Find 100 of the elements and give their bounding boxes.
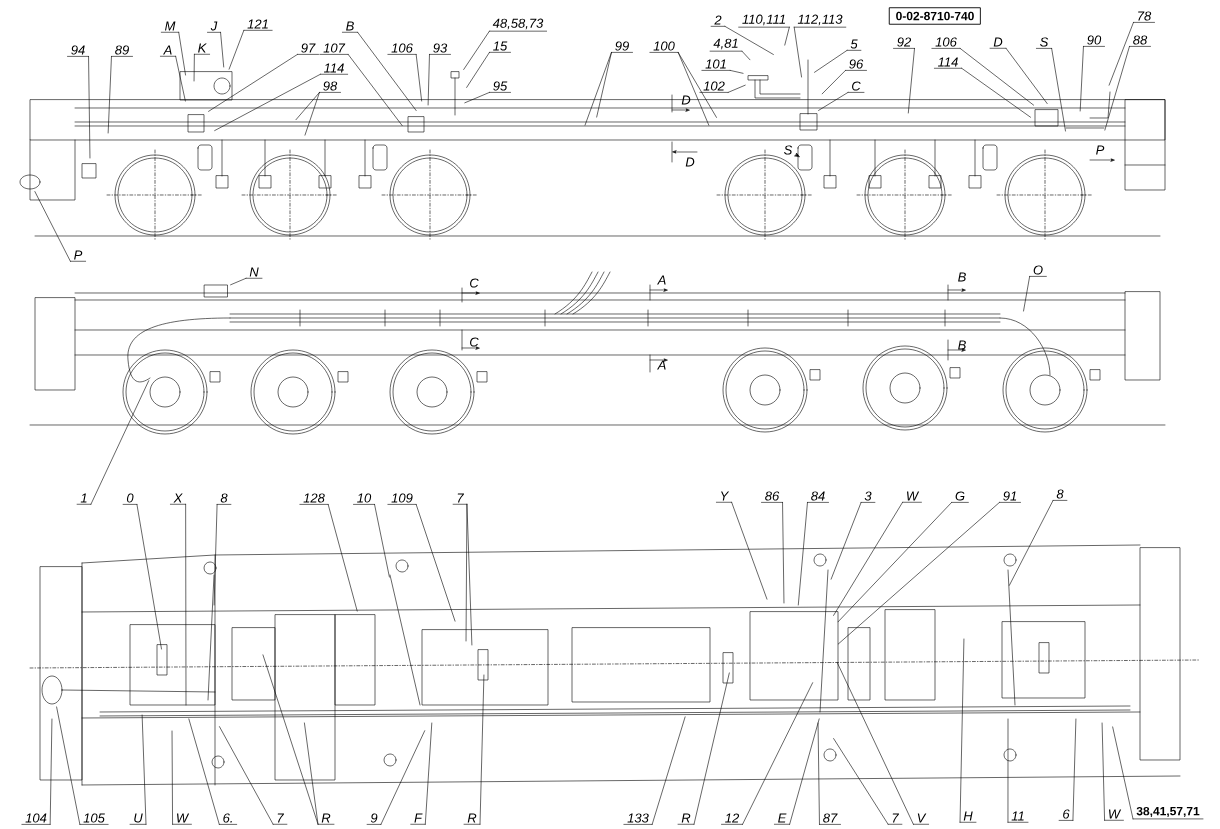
leader-line xyxy=(1007,718,1009,823)
leader-line xyxy=(1104,46,1130,131)
callout-label: X xyxy=(170,493,186,505)
callout-label: W xyxy=(902,491,922,503)
callout-label: 106 xyxy=(931,37,961,49)
callout-label: R xyxy=(463,813,481,825)
leader-line xyxy=(1009,500,1054,586)
leader-line xyxy=(193,53,195,82)
leader-line xyxy=(175,55,186,102)
callout-label: W xyxy=(1104,809,1124,821)
leader-line xyxy=(837,502,1000,645)
callout-label: 102 xyxy=(699,81,729,93)
callout-label: A xyxy=(160,45,176,57)
leader-line xyxy=(295,92,320,120)
section-label: C xyxy=(470,337,479,347)
callout-label: 109 xyxy=(387,493,417,505)
callout-label: B xyxy=(342,21,358,33)
leader-line xyxy=(178,31,186,76)
leader-line xyxy=(466,503,473,646)
section-label: A xyxy=(657,360,666,370)
callout-label: W xyxy=(172,813,192,825)
leader-line xyxy=(830,502,862,580)
leader-line xyxy=(415,504,456,622)
callout-label: 94 xyxy=(67,45,89,57)
leader-line xyxy=(466,52,490,88)
leader-line xyxy=(463,30,490,70)
callout-label: 95 xyxy=(489,81,511,93)
callout-label: 7 xyxy=(272,813,288,825)
leader-line xyxy=(784,26,790,46)
leader-line xyxy=(793,26,802,78)
leader-line xyxy=(220,32,225,68)
callout-label: 107 xyxy=(319,43,349,55)
leader-line xyxy=(357,31,417,111)
callout-label: R xyxy=(677,813,695,825)
callout-label: 100 xyxy=(649,41,679,53)
leader-line xyxy=(731,501,768,600)
callout-label: 8 xyxy=(1052,489,1068,501)
callout-label: 5 xyxy=(846,39,862,51)
leader-line xyxy=(729,70,744,74)
callout-label: 104 xyxy=(21,813,51,825)
leader-line xyxy=(961,67,1031,118)
callout-label: 12 xyxy=(721,813,743,825)
leader-line xyxy=(798,502,808,606)
leader-line xyxy=(837,662,914,825)
leader-line xyxy=(219,726,274,825)
drawing-number-box: 0-02-8710-740 xyxy=(889,7,981,25)
leader-line xyxy=(596,52,612,118)
callout-label: 101 xyxy=(701,59,731,71)
leader-line xyxy=(415,54,422,102)
section-label: C xyxy=(470,278,479,288)
callout-label: D xyxy=(989,37,1007,49)
leader-line xyxy=(171,730,173,825)
callout-label: K xyxy=(194,43,210,55)
callout-label: 87 xyxy=(819,813,841,825)
leader-line xyxy=(88,56,91,159)
callout-label: 105 xyxy=(79,813,109,825)
callout-label: 90 xyxy=(1083,35,1105,47)
junction-box xyxy=(204,284,228,298)
leader-line xyxy=(837,502,952,623)
leader-line xyxy=(833,738,889,825)
leader-arrow xyxy=(794,152,800,157)
callout-label: 99 xyxy=(611,41,633,53)
callout-label: 4,81 xyxy=(709,38,743,52)
leader-line xyxy=(693,672,730,825)
section-label: A xyxy=(657,275,666,285)
callout-label: S xyxy=(1036,37,1052,49)
callout-label: 7 xyxy=(887,813,903,825)
leader-line xyxy=(817,722,820,825)
leader-line xyxy=(214,73,321,131)
callout-label: F xyxy=(410,813,426,825)
callout-label: 2 xyxy=(710,15,726,27)
leader-line xyxy=(727,84,746,93)
section-label: P xyxy=(1096,145,1105,155)
leader-line xyxy=(1023,276,1030,312)
leader-line xyxy=(374,504,390,578)
leader-line xyxy=(833,501,903,616)
callout-label: G xyxy=(951,491,969,503)
callout-label: 86 xyxy=(761,491,783,503)
callout-label: 106 xyxy=(387,43,417,55)
callout-label: J xyxy=(207,21,221,33)
callout-label: 121 xyxy=(243,19,273,31)
tank-symbol xyxy=(19,174,41,190)
callout-label: S xyxy=(784,145,793,155)
callout-label: 128 xyxy=(299,493,329,505)
leader-line xyxy=(327,504,358,612)
leader-line xyxy=(1005,47,1048,104)
callout-label: H xyxy=(959,811,977,823)
leader-line xyxy=(814,50,848,73)
leader-line xyxy=(677,52,717,118)
leader-line xyxy=(141,714,147,825)
section-label: D xyxy=(681,95,691,105)
leader-line xyxy=(1108,22,1134,86)
leader-line xyxy=(677,52,710,126)
section-label: B xyxy=(958,272,966,282)
leader-line xyxy=(427,54,430,106)
leader-line xyxy=(90,380,150,505)
leader-line xyxy=(107,56,112,134)
callout-label: 96 xyxy=(845,59,867,71)
callout-label: 9 xyxy=(366,813,382,825)
leader-line xyxy=(347,54,403,126)
